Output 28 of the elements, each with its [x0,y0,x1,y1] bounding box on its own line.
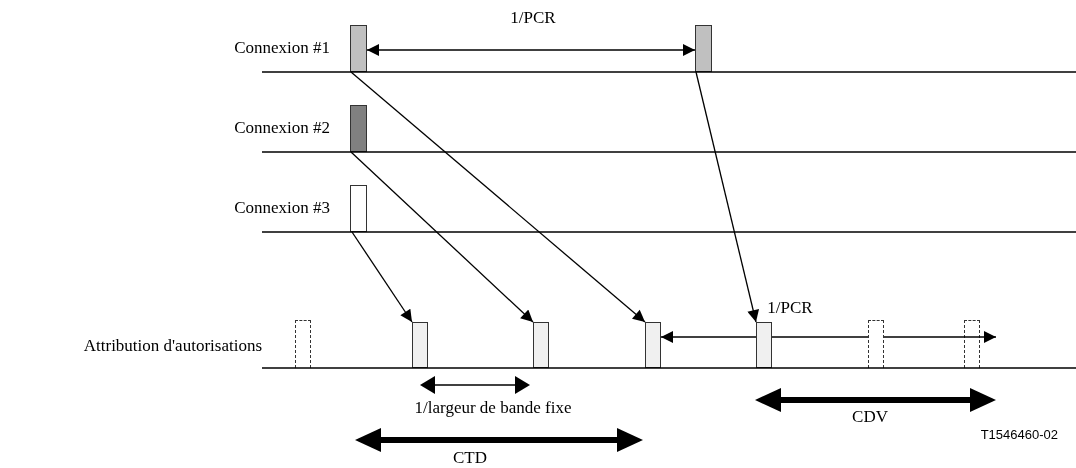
arrow [883,331,997,343]
empty-slot-bar [964,320,980,368]
cell-bar [412,322,428,368]
arrow [351,231,413,323]
cell-bar [756,322,772,368]
figure-id: T1546460-02 [980,427,1058,442]
cell-bar [350,25,367,72]
row-label: Connexion #1 [234,38,330,58]
arrow [366,44,696,56]
empty-slot-bar [295,320,311,368]
dimension-label: CDV [852,407,888,427]
cell-bar [350,185,367,232]
dimension-label: CTD [453,448,487,468]
empty-slot-bar [868,320,884,368]
arrow [660,331,757,343]
arrow [695,71,760,323]
cell-bar [695,25,712,72]
edge-label: 1/PCR [767,298,813,318]
row-label: Connexion #3 [234,198,330,218]
row-label: Attribution d'autorisations [83,336,262,356]
edge-label: 1/PCR [510,8,556,28]
dimension-label: 1/largeur de bande fixe [414,398,572,418]
row-label: Connexion #2 [234,118,330,138]
cell-bar [350,105,367,152]
arrow [350,71,646,323]
arrow [350,151,534,323]
cell-bar [533,322,549,368]
cell-bar [645,322,661,368]
